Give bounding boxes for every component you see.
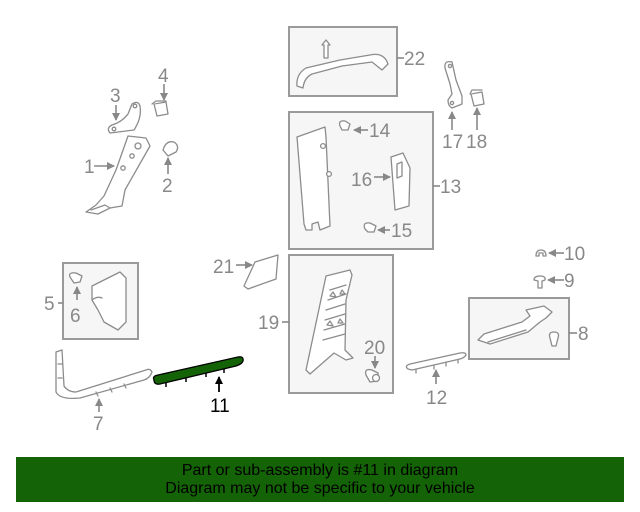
part-18-clip[interactable] [469,89,485,107]
part-17-bracket[interactable] [444,60,463,109]
part-3-bracket[interactable] [107,101,142,134]
callout-3: 3 [110,86,121,107]
part-8-handle-trim[interactable] [477,305,553,345]
callout-2: 2 [162,176,173,197]
callout-15: 15 [391,221,412,242]
part-20-clip[interactable] [364,368,381,383]
callout-13: 13 [440,177,461,198]
part-9-screw[interactable] [533,275,546,289]
part-21-cover[interactable] [243,254,279,290]
part-4-clip[interactable] [151,100,169,117]
callout-4: 4 [158,66,169,87]
part-14-clip[interactable] [338,120,351,131]
part-15-clip[interactable] [363,222,377,233]
callout-19: 19 [258,313,279,334]
part-19-pillar-trim[interactable] [305,269,354,375]
callout-6: 6 [70,306,81,327]
part-8-clip[interactable] [548,331,560,347]
callout-8: 8 [578,324,589,345]
callout-9: 9 [564,271,575,292]
callout-20: 20 [364,338,385,359]
callout-5: 5 [44,294,55,315]
callout-21: 21 [213,257,234,278]
part-11-sill-trim-highlighted[interactable] [152,356,244,387]
part-22-roof-rail-trim[interactable] [296,39,389,89]
part-13-pillar-trim[interactable] [296,126,333,231]
callout-11: 11 [210,396,230,417]
callout-1: 1 [84,157,95,178]
part-2-clip[interactable] [162,141,179,157]
callout-14: 14 [369,121,391,142]
part-10-clip[interactable] [535,249,547,257]
callout-17: 17 [442,132,463,153]
banner-line-part-number: Part or sub-assembly is #11 in diagram [181,462,459,479]
part-7-scuff-plate[interactable] [55,349,153,400]
callout-10: 10 [564,244,585,265]
callout-12: 12 [426,388,447,409]
callout-16: 16 [351,170,372,191]
part-5-cowl-trim[interactable] [91,271,127,331]
part-12-sill-trim[interactable] [405,352,467,374]
callout-18: 18 [466,132,487,153]
part-16-panel[interactable] [390,152,411,211]
part-1-pillar-trim[interactable] [85,135,151,215]
banner-line-disclaimer: Diagram may not be specific to your vehi… [165,480,475,497]
fitment-notice-banner: Part or sub-assembly is #11 in diagram D… [16,457,624,502]
callout-22: 22 [404,49,425,70]
callout-7: 7 [93,414,104,435]
part-6-clip[interactable] [68,272,83,284]
